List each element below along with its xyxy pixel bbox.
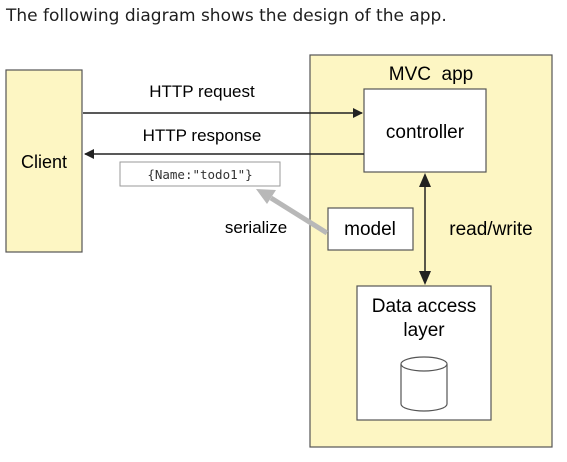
- intro-text: The following diagram shows the design o…: [6, 6, 447, 26]
- model-label: model: [344, 219, 396, 240]
- serialize-label: serialize: [225, 218, 287, 237]
- mvc-app-title: MVC app: [389, 64, 473, 85]
- json-sample-box: {Name:"todo1"}: [119, 161, 281, 187]
- data-access-label-line1: Data access: [372, 296, 477, 317]
- database-icon: [400, 356, 448, 412]
- json-sample-text: {Name:"todo1"}: [147, 167, 252, 182]
- http-request-label: HTTP request: [149, 82, 255, 101]
- data-access-label-line2: layer: [403, 320, 445, 341]
- http-response-label: HTTP response: [143, 126, 262, 145]
- data-access-layer-box: Data access layer: [356, 285, 492, 421]
- model-box: model: [327, 207, 414, 251]
- client-box: Client: [5, 69, 83, 253]
- serialize-arrow: serialize: [225, 189, 329, 237]
- http-response-arrow: HTTP response: [84, 126, 364, 159]
- read-write-arrow: read/write: [419, 173, 533, 285]
- client-label: Client: [21, 152, 67, 172]
- controller-label: controller: [386, 122, 465, 143]
- read-write-label: read/write: [449, 219, 532, 240]
- http-request-arrow: HTTP request: [83, 82, 363, 118]
- controller-box: controller: [363, 88, 487, 173]
